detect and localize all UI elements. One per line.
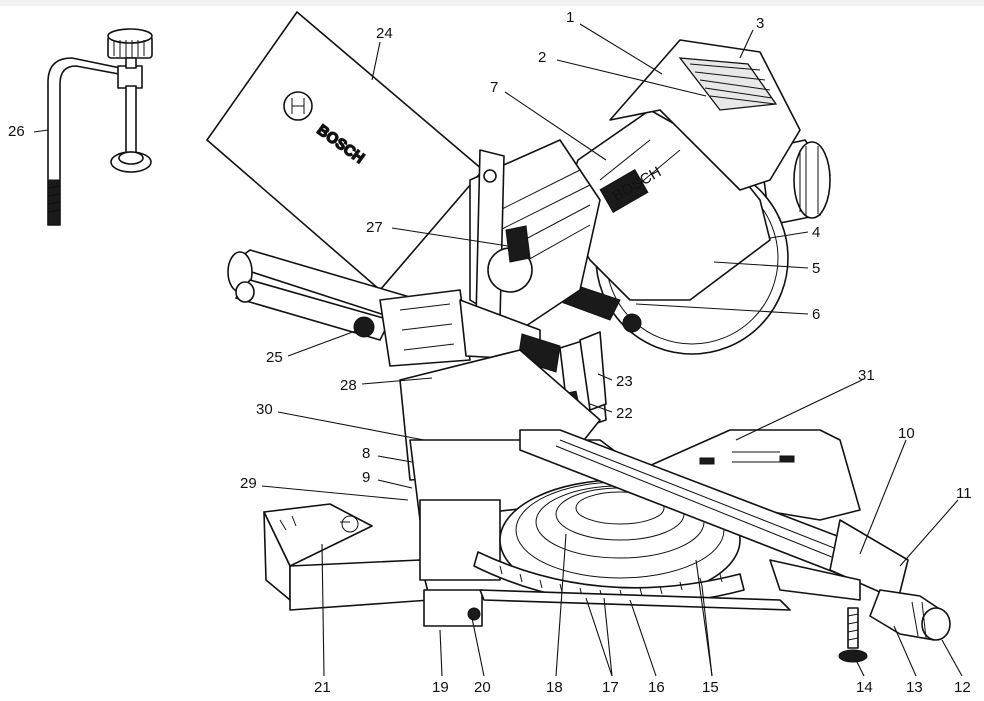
callout-16: 16 — [648, 679, 665, 696]
leader-lines — [33, 23, 963, 677]
callout-28: 28 — [340, 377, 357, 394]
callout-labels: 1 2 3 4 5 6 7 8 9 10 11 12 13 14 15 16 1… — [8, 9, 972, 696]
slide-rails — [227, 249, 421, 341]
callout-13: 13 — [906, 679, 923, 696]
callout-10: 10 — [898, 425, 915, 442]
spring-coil — [505, 225, 531, 263]
callout-25: 25 — [266, 349, 283, 366]
foot-pad — [838, 649, 868, 663]
hold-down-clamp — [47, 28, 153, 226]
callout-21: 21 — [314, 679, 331, 696]
callout-5: 5 — [812, 260, 820, 277]
rail-knob — [353, 316, 375, 338]
callout-20: 20 — [474, 679, 491, 696]
callout-15: 15 — [702, 679, 719, 696]
callout-12: 12 — [954, 679, 971, 696]
callout-1: 1 — [566, 9, 574, 26]
callout-26: 26 — [8, 123, 25, 140]
saw-base — [263, 349, 951, 663]
callout-4: 4 — [812, 224, 820, 241]
callout-11: 11 — [956, 485, 972, 502]
callout-6: 6 — [812, 306, 820, 323]
callout-17: 17 — [602, 679, 619, 696]
callout-22: 22 — [616, 405, 633, 422]
callout-8: 8 — [362, 445, 370, 462]
miter-lock-knob — [921, 607, 951, 641]
callout-14: 14 — [856, 679, 873, 696]
callout-19: 19 — [432, 679, 449, 696]
callout-3: 3 — [756, 15, 764, 32]
lower-guard-knob — [622, 313, 642, 333]
callout-24: 24 — [376, 25, 393, 42]
callout-18: 18 — [546, 679, 563, 696]
bosch-guard-panel: BOSCH — [206, 11, 484, 291]
saw-head: BOSCH — [379, 39, 831, 373]
callout-29: 29 — [240, 475, 257, 492]
callout-30: 30 — [256, 401, 273, 418]
callout-7: 7 — [490, 79, 498, 96]
callout-23: 23 — [616, 373, 633, 390]
callout-31: 31 — [858, 367, 875, 384]
callout-2: 2 — [538, 49, 546, 66]
top-border — [0, 0, 984, 6]
callout-9: 9 — [362, 469, 370, 486]
callout-27: 27 — [366, 219, 383, 236]
